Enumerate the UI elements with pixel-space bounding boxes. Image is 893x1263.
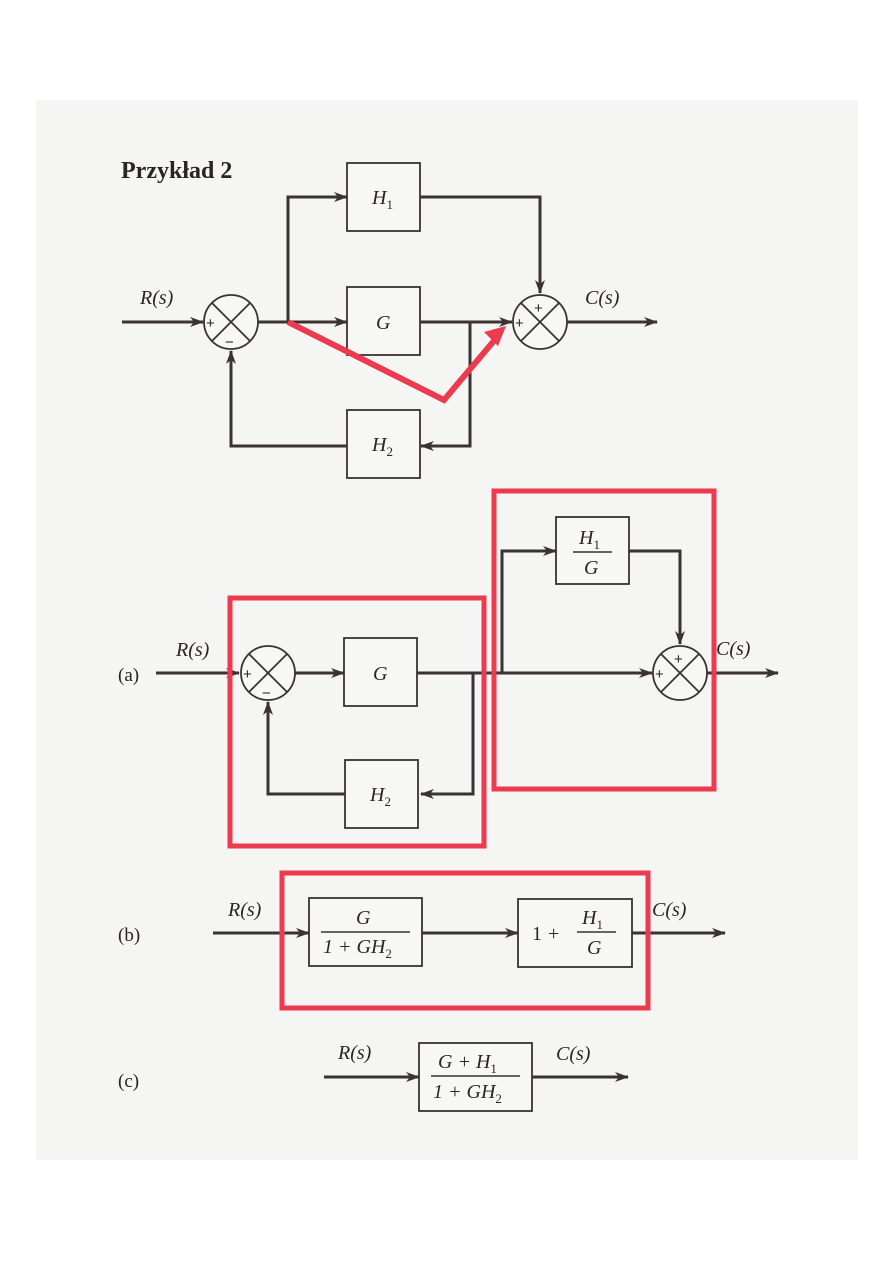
highlight-box-parallel-branch [491, 488, 717, 792]
block-g [343, 637, 418, 707]
line-feedback [263, 701, 345, 796]
diagram-a: (a) R(s) + − G H2 H1 G [118, 488, 779, 849]
output-label-c: C(s) [556, 1043, 591, 1065]
block-g [346, 286, 421, 356]
output-label-a: C(s) [716, 638, 751, 660]
highlight-arrow-head [484, 326, 506, 346]
plus-sign: + [515, 315, 524, 332]
diagram-original: R(s) + − H1 G [122, 162, 658, 479]
line-to-h2 [420, 673, 475, 799]
block-h2-label: H2 [369, 784, 391, 809]
summing-junction-2: + + [512, 294, 568, 350]
summing-junction-a2: + + [652, 645, 708, 701]
plus-sign: + [243, 666, 252, 683]
fraction-denominator: 1 + GH2 [323, 936, 392, 961]
block-g-label: G [373, 663, 388, 685]
block-g-label: G [376, 312, 391, 334]
fraction-numerator: G [356, 907, 371, 929]
stage-label-c: (c) [118, 1071, 139, 1092]
input-label-1: R(s) [139, 287, 174, 309]
block-h2-label: H2 [371, 434, 393, 459]
summing-junction-a1: + − [240, 645, 296, 702]
block-h1-over-g [555, 516, 630, 585]
plus-sign: + [674, 651, 683, 668]
one-plus-text: 1+ [532, 923, 559, 945]
summing-junction-1: + − [203, 294, 259, 351]
diagram-b: (b) R(s) G 1 + GH2 1+ H1 G C(s) [118, 870, 726, 1011]
line-to-h1 [286, 192, 348, 322]
plus-sign: + [655, 666, 664, 683]
block-h1-label: H1 [371, 187, 393, 212]
highlight-box-feedback-loop [227, 595, 487, 849]
diagram-c: (c) R(s) G + H1 1 + GH2 C(s) [118, 1042, 629, 1112]
input-label-b: R(s) [227, 899, 262, 921]
output-label-b: C(s) [652, 899, 687, 921]
plus-sign: + [534, 300, 543, 317]
fraction-denominator: G [584, 557, 599, 579]
minus-sign: − [262, 685, 271, 702]
line-h1-out [420, 195, 545, 294]
block-h2 [346, 409, 421, 479]
input-label-a: R(s) [175, 639, 210, 661]
fraction-denominator: 1 + GH2 [433, 1081, 502, 1106]
line-to-h2 [420, 322, 472, 451]
highlight-move-arrow [286, 319, 501, 404]
minus-sign: − [225, 334, 234, 351]
output-label-1: C(s) [585, 287, 620, 309]
line-feedback [226, 350, 347, 448]
page-title: Przykład 2 [121, 158, 232, 184]
fraction-numerator: H1 [581, 907, 603, 932]
fraction-denominator: G [587, 937, 602, 959]
highlight-box-series [279, 870, 651, 1011]
line-to-h1-over-g [500, 546, 557, 673]
fraction-numerator: G + H1 [438, 1051, 497, 1076]
plus-sign: + [206, 315, 215, 332]
stage-label-b: (b) [118, 925, 140, 946]
input-label-c: R(s) [337, 1042, 372, 1064]
fraction-numerator: H1 [578, 527, 600, 552]
line-h1-over-g-out [629, 549, 685, 645]
stage-label-a: (a) [118, 665, 139, 686]
scanned-sheet [36, 100, 858, 1160]
block-one-plus-h1-over-g [517, 898, 633, 968]
